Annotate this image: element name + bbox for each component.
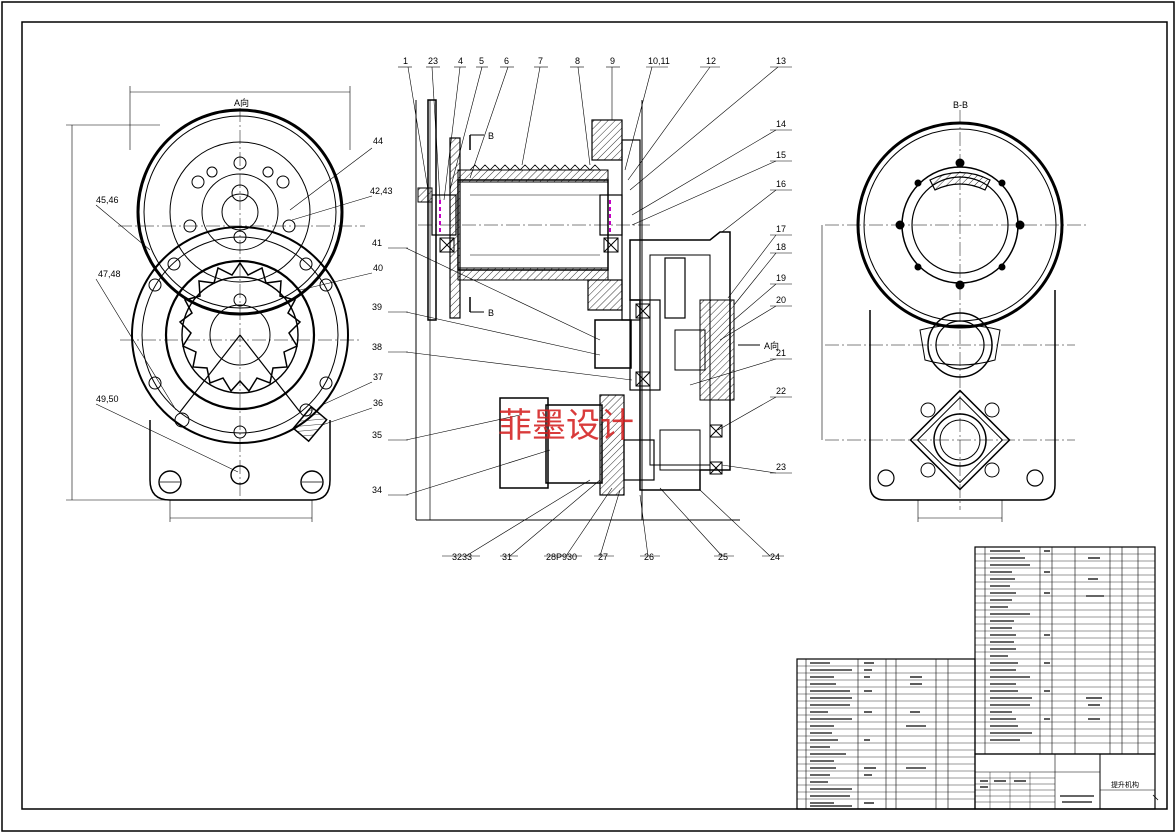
callout-9: 9 [610, 56, 615, 66]
title-block [974, 753, 1159, 810]
callout-38: 38 [372, 342, 382, 352]
callout-31: 31 [502, 552, 512, 562]
sheet-border-inner [21, 21, 1168, 810]
callout-12: 12 [706, 56, 716, 66]
view-b-b-right [821, 110, 1088, 522]
callout-23-top: 23 [428, 56, 438, 66]
view-a-label: A向 [234, 97, 249, 108]
callout-28p930: 28P930 [546, 552, 577, 562]
callout-47-48: 47,48 [98, 269, 121, 279]
callout-36: 36 [373, 398, 383, 408]
callout-10-11: 10,11 [648, 56, 670, 66]
callout-44: 44 [373, 136, 383, 146]
parts-list-upper [974, 546, 1156, 755]
callout-19: 19 [776, 273, 786, 283]
callout-6: 6 [504, 56, 509, 66]
left-callouts: 44 45,46 42,43 47,48 40 37 36 49,50 [96, 136, 393, 408]
callout-20: 20 [776, 295, 786, 305]
callout-22: 22 [776, 386, 786, 396]
callout-39: 39 [372, 302, 382, 312]
drawing-title: 提升机构 [1111, 780, 1139, 789]
callout-3233: 3233 [452, 552, 472, 562]
watermark: 菲墨设计 [498, 406, 634, 446]
callout-37: 37 [373, 372, 383, 382]
callout-49-50: 49,50 [96, 394, 119, 404]
callout-27: 27 [598, 552, 608, 562]
callout-18: 18 [776, 242, 786, 252]
callout-42-43: 42,43 [370, 186, 393, 196]
callout-7: 7 [538, 56, 543, 66]
callout-23-bottom: 23 [776, 462, 786, 472]
callout-34: 34 [372, 485, 382, 495]
parts-list-lower [796, 658, 976, 810]
callout-4: 4 [458, 56, 463, 66]
callout-5: 5 [479, 56, 484, 66]
callout-41: 41 [372, 238, 382, 248]
callout-8: 8 [575, 56, 580, 66]
section-b-mark-bottom: B [488, 308, 494, 318]
callout-13: 13 [776, 56, 786, 66]
callout-40: 40 [373, 263, 383, 273]
callout-17: 17 [776, 224, 786, 234]
view-a-left [66, 86, 373, 522]
middle-callouts: 1 23 4 5 6 7 8 9 10,11 12 13 14 15 16 17… [372, 56, 786, 562]
callout-45-46: 45,46 [96, 195, 119, 205]
arrow-a-label: A向 [764, 340, 779, 351]
callout-24: 24 [770, 552, 780, 562]
callout-25: 25 [718, 552, 728, 562]
view-section-middle [388, 66, 792, 557]
callout-14: 14 [776, 119, 786, 129]
callout-35: 35 [372, 430, 382, 440]
section-b-mark-top: B [488, 131, 494, 141]
callout-1: 1 [403, 56, 408, 66]
callout-16: 16 [776, 179, 786, 189]
callout-21: 21 [776, 348, 786, 358]
callout-15: 15 [776, 150, 786, 160]
section-b-b-label: B-B [953, 100, 968, 110]
callout-26: 26 [644, 552, 654, 562]
